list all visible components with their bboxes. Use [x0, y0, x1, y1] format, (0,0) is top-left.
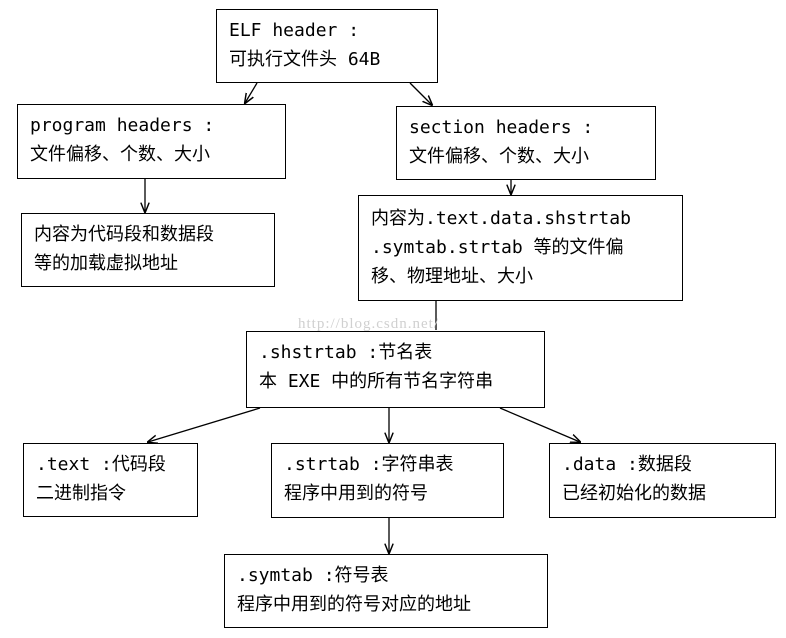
section-headers-desc: 文件偏移、个数、大小 — [409, 146, 589, 167]
symtab-desc: 程序中用到的符号对应的地址 — [237, 594, 471, 615]
segment-content-line2: 等的加载虚拟地址 — [34, 253, 178, 274]
data-section-title: .data :数据段 — [562, 454, 692, 475]
text-section-desc: 二进制指令 — [36, 483, 126, 504]
strtab-title: .strtab :字符串表 — [284, 454, 454, 475]
edge-shstrtab-to-text — [148, 407, 261, 442]
elf-header-title: ELF header : — [229, 20, 360, 41]
data-section-box: .data :数据段 已经初始化的数据 — [549, 443, 776, 518]
section-content-box: 内容为.text.data.shstrtab .symtab.strtab 等的… — [358, 195, 683, 301]
edge-elf-to-program — [245, 82, 258, 103]
strtab-desc: 程序中用到的符号 — [284, 483, 428, 504]
section-content-line3: 移、物理地址、大小 — [371, 266, 533, 287]
edge-elf-to-section — [409, 82, 432, 105]
segment-content-box: 内容为代码段和数据段 等的加载虚拟地址 — [21, 213, 275, 287]
program-headers-desc: 文件偏移、个数、大小 — [30, 144, 210, 165]
edge-shstrtab-to-data — [499, 407, 580, 442]
strtab-box: .strtab :字符串表 程序中用到的符号 — [271, 443, 504, 518]
text-section-title: .text :代码段 — [36, 454, 166, 475]
elf-header-box: ELF header : 可执行文件头 64B — [216, 9, 438, 83]
program-headers-title: program headers : — [30, 115, 215, 136]
section-content-line2: .symtab.strtab 等的文件偏 — [371, 237, 624, 258]
elf-header-desc: 可执行文件头 64B — [229, 49, 381, 70]
data-section-desc: 已经初始化的数据 — [562, 483, 706, 504]
shstrtab-box: .shstrtab :节名表 本 EXE 中的所有节名字符串 — [246, 331, 545, 408]
watermark: http://blog.csdn.net/ — [298, 316, 439, 332]
shstrtab-title: .shstrtab :节名表 — [259, 342, 433, 363]
section-content-line1: 内容为.text.data.shstrtab — [371, 208, 631, 229]
section-headers-title: section headers : — [409, 117, 594, 138]
symtab-box: .symtab :符号表 程序中用到的符号对应的地址 — [224, 554, 548, 628]
segment-content-line1: 内容为代码段和数据段 — [34, 224, 214, 245]
program-headers-box: program headers : 文件偏移、个数、大小 — [17, 104, 286, 179]
section-headers-box: section headers : 文件偏移、个数、大小 — [396, 106, 656, 180]
text-section-box: .text :代码段 二进制指令 — [23, 443, 198, 517]
shstrtab-desc: 本 EXE 中的所有节名字符串 — [259, 371, 494, 392]
symtab-title: .symtab :符号表 — [237, 565, 389, 586]
